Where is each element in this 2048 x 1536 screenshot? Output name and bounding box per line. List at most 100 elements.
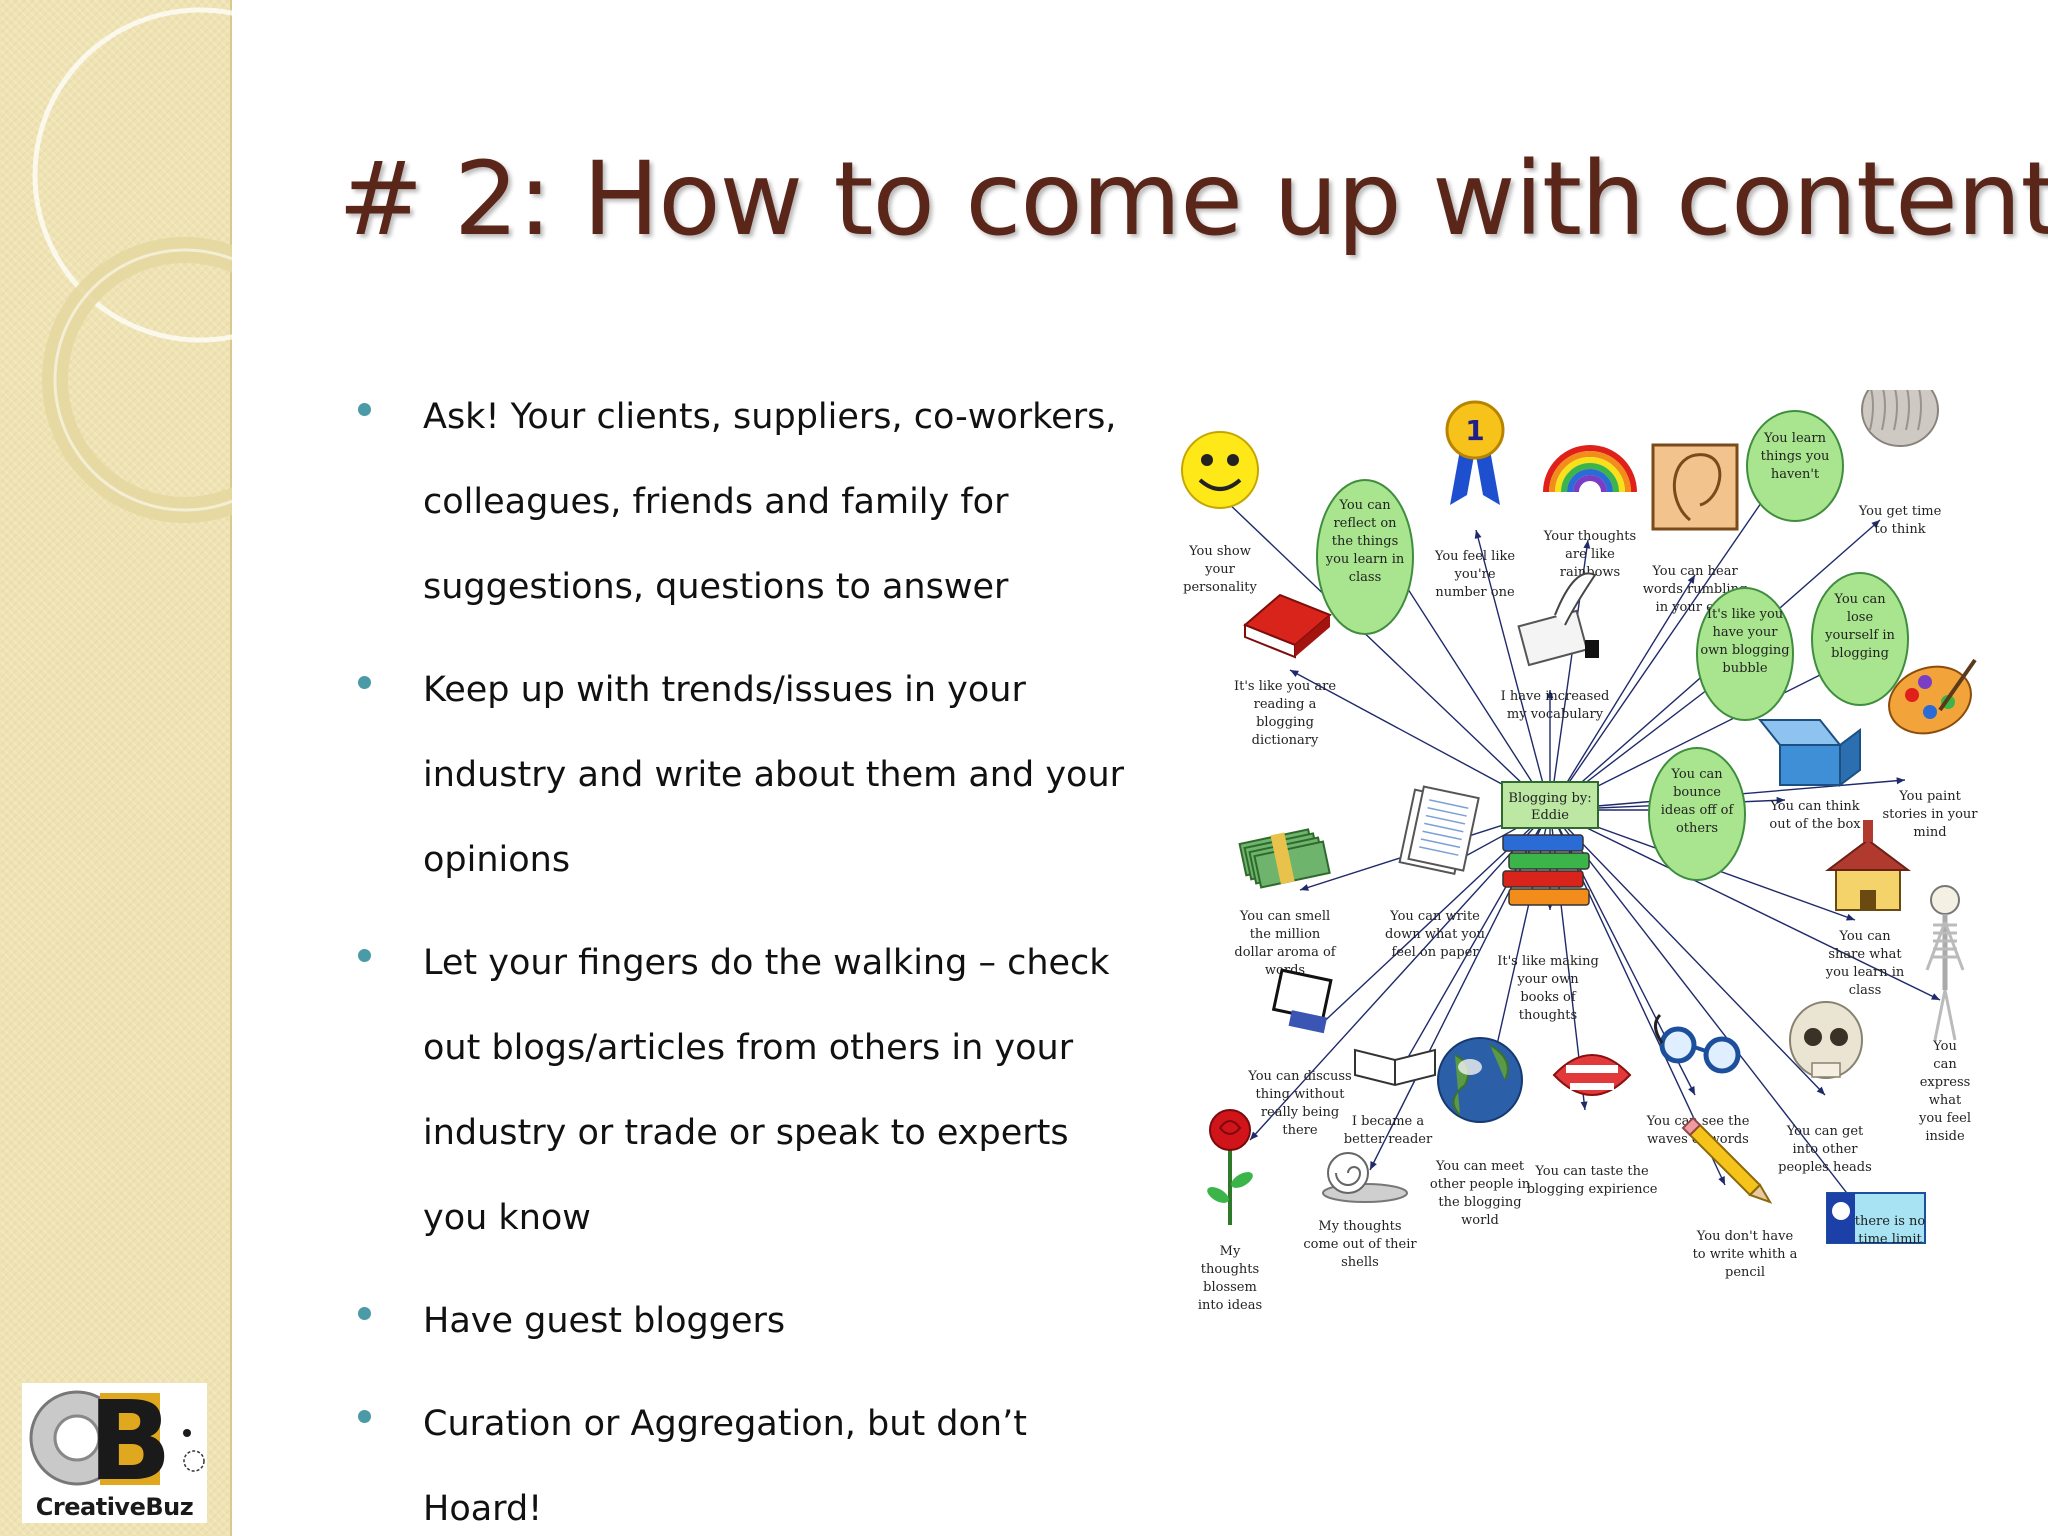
diagram-connector — [1549, 489, 1771, 811]
logo-letter: B — [88, 1383, 172, 1493]
bullet-text: Keep up with trends/issues in your indus… — [423, 670, 1125, 880]
arrow-head-icon — [1580, 1101, 1588, 1110]
brain-icon — [1861, 390, 1939, 447]
school-icon — [1825, 820, 1911, 911]
thought-bubble — [1648, 747, 1746, 881]
arrow-head-icon — [1687, 575, 1695, 584]
rose-icon — [1207, 1109, 1253, 1225]
diagram-connector — [1249, 809, 1551, 1141]
rainbow-icon — [1543, 445, 1637, 493]
center-node: Blogging by:Eddie — [1501, 781, 1599, 829]
thought-bubble — [1811, 572, 1909, 706]
ear-icon — [1651, 443, 1739, 531]
palette-icon — [1888, 658, 1977, 735]
diagram-connector — [1369, 809, 1551, 1171]
glasses-icon — [1654, 1013, 1741, 1074]
bullet-text: Let your fingers do the walking – check … — [423, 943, 1110, 1238]
arrow-head-icon — [1816, 1086, 1825, 1095]
center-label: Blogging by:Eddie — [1508, 791, 1591, 823]
diagram-connector — [1549, 809, 1826, 1096]
snail-icon — [1322, 1152, 1408, 1203]
bullet-text: Ask! Your clients, suppliers, co-workers… — [423, 397, 1117, 607]
thought-bubble — [1696, 587, 1794, 721]
arrow-head-icon — [1931, 993, 1940, 1000]
creativebuz-logo: B CreativeBuz — [22, 1377, 207, 1523]
skull-icon — [1789, 1001, 1863, 1079]
bullet-dot-icon — [358, 949, 371, 962]
books-icon — [1502, 834, 1590, 906]
box-icon — [1757, 719, 1861, 787]
side-decoration-strip — [0, 0, 232, 1536]
book-icon — [1243, 593, 1332, 659]
arrow-head-icon — [1846, 913, 1855, 921]
arrow-head-icon — [1896, 777, 1905, 785]
ring-decoration — [32, 7, 232, 523]
pencil-icon — [1681, 1116, 1773, 1204]
bullet-item: Have guest bloggers — [358, 1279, 1138, 1364]
arrow-head-icon — [1871, 520, 1880, 529]
bullet-item: Keep up with trends/issues in your indus… — [358, 648, 1138, 903]
bullet-item: Ask! Your clients, suppliers, co-workers… — [358, 375, 1138, 630]
diagram-connector — [1549, 809, 1861, 1211]
logo-text: CreativeBuz — [35, 1493, 194, 1521]
diagram-connector — [1475, 529, 1551, 811]
ribbon-icon: 1 — [1445, 400, 1505, 505]
bullet-text: Have guest bloggers — [423, 1301, 786, 1341]
bullet-list: Ask! Your clients, suppliers, co-workers… — [358, 375, 1138, 1536]
bullet-item: Curation or Aggregation, but don’t Hoard… — [358, 1382, 1138, 1536]
arrow-head-icon — [1300, 884, 1309, 891]
computer-icon — [1271, 968, 1333, 1034]
arrow-head-icon — [1370, 1161, 1377, 1170]
arrow-head-icon — [1290, 670, 1299, 678]
bullet-dot-icon — [358, 1307, 371, 1320]
bullet-dot-icon — [358, 403, 371, 416]
arrow-head-icon — [1474, 530, 1482, 539]
ribbon-number: 1 — [1465, 414, 1484, 447]
